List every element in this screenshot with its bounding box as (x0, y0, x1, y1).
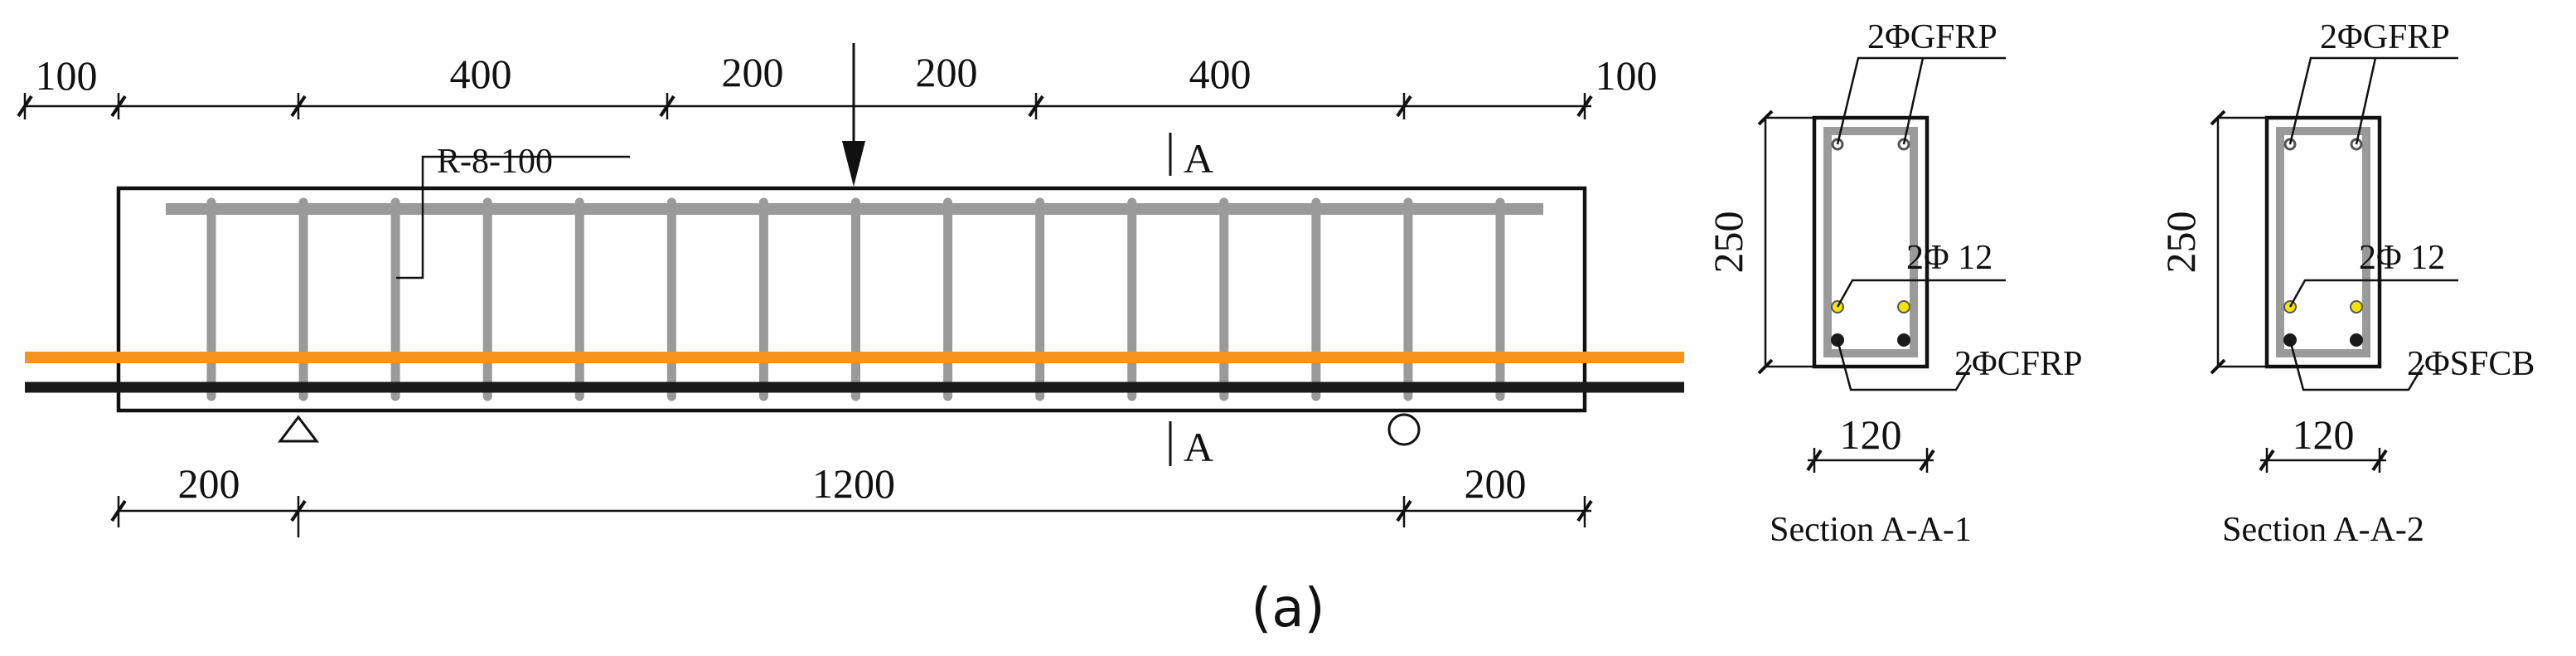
stirrup-label: R-8-100 (437, 143, 553, 181)
dim-label: 1200 (812, 460, 895, 507)
stirrup-leader-line (396, 155, 630, 279)
section-outline (2264, 115, 2382, 369)
beam-elevation: R-8-100 A A (25, 43, 1684, 470)
bottom-bar-leader (1836, 339, 1973, 391)
top-bar-label: 2ΦGFRP (2320, 18, 2450, 56)
steel-bar-right (2350, 300, 2363, 313)
top-bar-label: 2ΦGFRP (1867, 18, 1997, 56)
section-stirrup (1823, 127, 1918, 357)
bottom-bar-leader (2288, 339, 2425, 391)
middle-bar-leader (2288, 279, 2458, 308)
dim-label: 100 (1595, 52, 1658, 99)
middle-bar-label: 2Φ 12 (1906, 239, 1993, 277)
load-arrow-head (842, 141, 865, 187)
section-mark-bottom: A (1184, 424, 1213, 470)
pin-support (277, 415, 320, 443)
frp-bar-right (1897, 333, 1910, 347)
beam-outline (116, 186, 1587, 413)
bottom-dimension-chain: 200 1200 200 (110, 460, 1593, 537)
middle-bar-label: 2Φ 12 (2359, 239, 2445, 277)
bottom-bar-label: 2ΦCFRP (1954, 345, 2082, 383)
bottom-bar-label: 2ΦSFCB (2407, 345, 2535, 383)
dim-label: 200 (722, 49, 784, 95)
height-dim-label: 250 (1705, 211, 1751, 274)
section-mark-top: A (1184, 135, 1213, 182)
section-stirrup (2276, 127, 2370, 357)
width-dim-label: 120 (2293, 411, 2355, 458)
section-a-a-1: 250 120 2ΦGFRP 2Φ 12 2ΦCFRP Section A-A-… (1705, 18, 2082, 549)
section-title: Section A-A-2 (2222, 511, 2424, 549)
top-bar-leader (2355, 57, 2377, 145)
section-title: Section A-A-1 (1770, 511, 1972, 549)
height-dim-label: 250 (2157, 211, 2204, 274)
roller-support (1387, 413, 1421, 446)
top-bar-leader (2288, 56, 2458, 145)
dim-label: 200 (178, 460, 240, 507)
dim-label: 100 (36, 52, 98, 99)
dim-label: 400 (1189, 51, 1252, 97)
width-dim-label: 120 (1840, 411, 1902, 458)
dim-label: 200 (916, 49, 978, 95)
steel-bar-right (1897, 300, 1910, 313)
figure-caption: (a) (1251, 578, 1324, 639)
stirrup-group (206, 197, 1505, 401)
sfcb-bar-right (2350, 333, 2363, 347)
dim-label: 200 (1465, 460, 1527, 507)
top-bar-leader (1902, 57, 1925, 145)
dim-label: 400 (450, 51, 512, 97)
section-outline (1812, 115, 1930, 369)
section-a-a-2: 250 120 2ΦGFRP 2Φ 12 2ΦSFCB Section A-A-… (2157, 18, 2535, 549)
top-dimension-chain: 100 400 200 200 400 100 (17, 49, 1658, 119)
top-bar-leader (1836, 56, 2006, 145)
middle-bar-leader (1836, 279, 2006, 308)
